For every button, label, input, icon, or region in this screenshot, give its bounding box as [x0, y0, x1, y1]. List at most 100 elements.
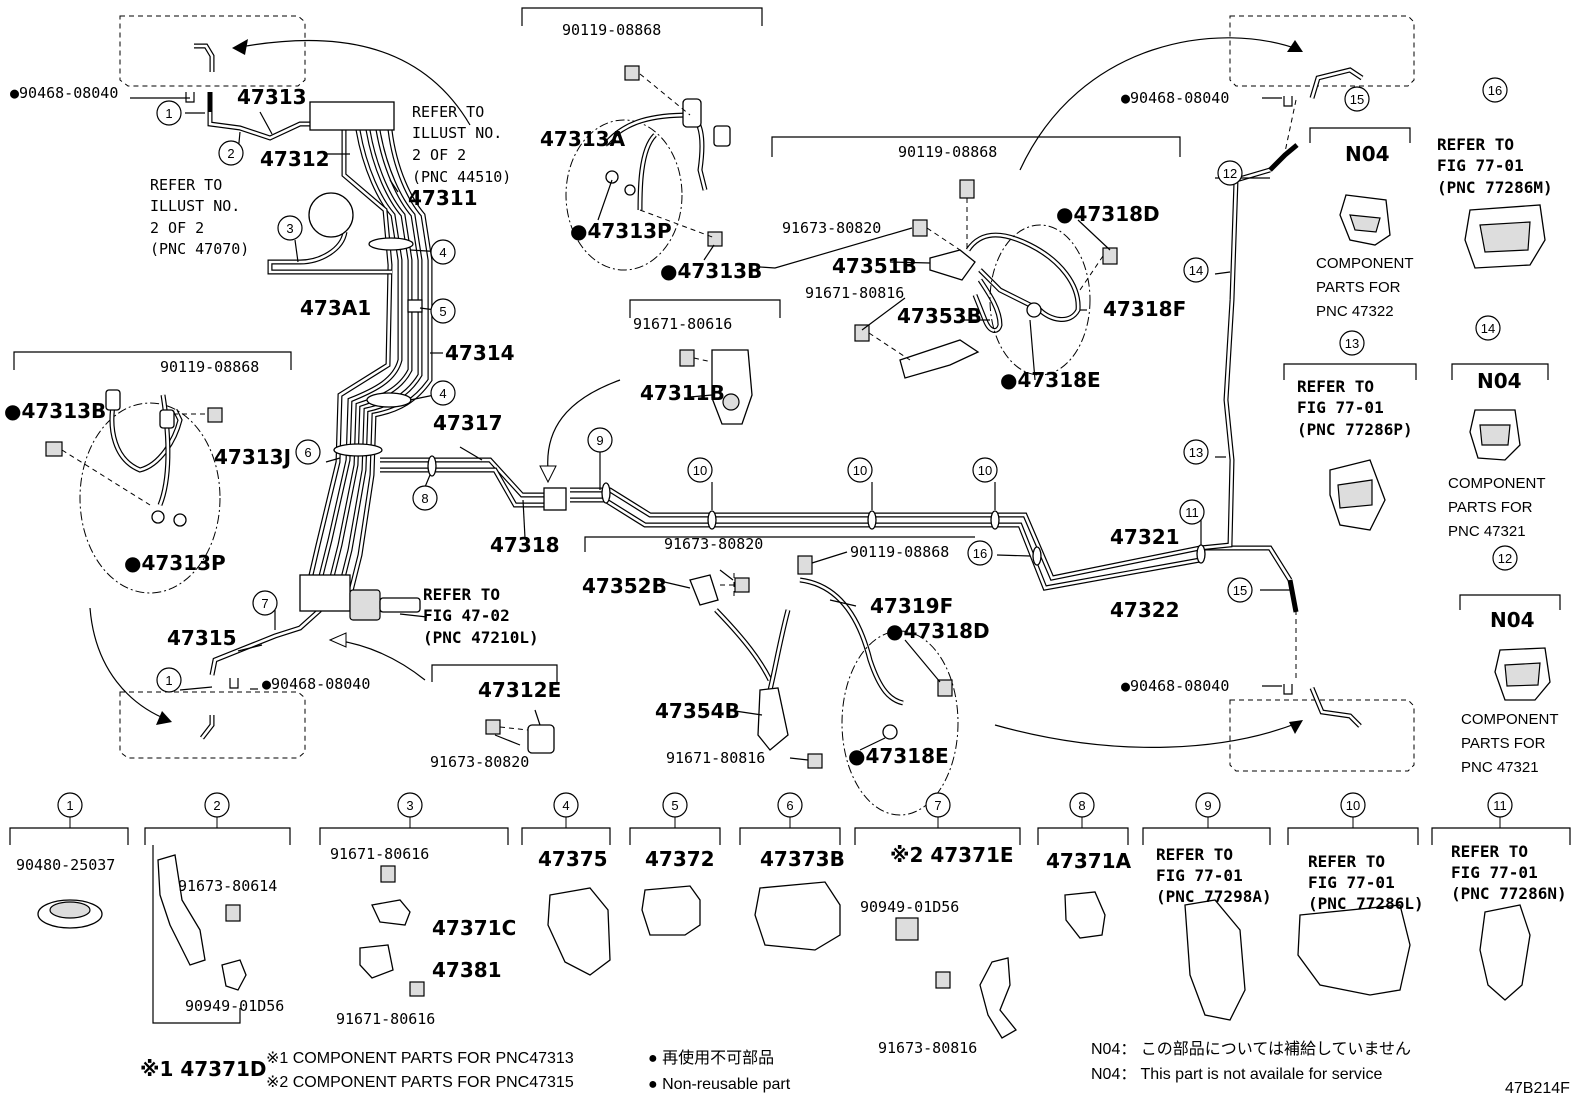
bracket-left [13, 351, 292, 370]
tube-bundle-vertical [305, 129, 433, 596]
callout-1: 1 [156, 100, 182, 126]
callout-11: 11 [1179, 499, 1205, 525]
svg-text:8: 8 [421, 491, 428, 506]
label-47351B: 47351B [832, 254, 917, 278]
clip-77286M [1464, 204, 1546, 269]
svg-text:(PNC 77286M): (PNC 77286M) [1437, 178, 1553, 197]
label-bolt-90119-a: 90119-08868 [562, 21, 661, 39]
clamp-47373B [754, 881, 841, 951]
bracket-47371D [157, 854, 206, 966]
clip-77286P [1329, 459, 1386, 531]
label-47322: 47322 [1110, 598, 1180, 622]
svg-text:14: 14 [1189, 263, 1203, 278]
callout-bottom-10: 10 [1340, 792, 1366, 828]
svg-text:6: 6 [786, 798, 793, 813]
arrow-curve-bottom-right [994, 721, 1301, 748]
label-bolt-90468-d: ●90468-08040 [1121, 677, 1229, 695]
svg-text:3: 3 [406, 798, 413, 813]
svg-text:11: 11 [1185, 505, 1199, 520]
label-47318F: 47318F [1103, 297, 1186, 321]
component-note-47321-b: COMPONENT PARTS FOR PNC 47321 [1461, 711, 1559, 776]
label-47313P-b: ●47313P [124, 551, 226, 575]
clip-77286N [1479, 904, 1531, 1001]
bracket-lower-center [584, 536, 975, 552]
ref-pnc-77286N: REFER TO FIG 77-01 (PNC 77286N) [1451, 842, 1567, 903]
svg-text:7: 7 [934, 798, 941, 813]
svg-text:4: 4 [439, 245, 446, 260]
callout-bottom-7: 7 [925, 792, 951, 828]
svg-text:(PNC 47210L): (PNC 47210L) [423, 628, 539, 647]
bracket-47311b [629, 299, 781, 318]
svg-text:PNC 47321: PNC 47321 [1448, 523, 1526, 540]
callout-13: 13 [1183, 439, 1209, 465]
callout-6: 6 [295, 439, 321, 465]
reservoir-ball [308, 192, 354, 238]
svg-text:1: 1 [165, 106, 172, 121]
label-bolt-90468-b: ●90468-08040 [262, 675, 370, 693]
svg-text:5: 5 [671, 798, 678, 813]
arrow-curve-bottom-left [89, 607, 169, 721]
label-47371E: ※2 47371E [890, 843, 1014, 867]
label-47318: 47318 [490, 533, 560, 557]
svg-text:FIG 77-01: FIG 77-01 [1308, 873, 1395, 892]
label-47371A: 47371A [1046, 849, 1132, 873]
grommet-top-left [185, 92, 213, 112]
label-90949-01D56-a: 90949-01D56 [185, 997, 284, 1015]
svg-text:15: 15 [1233, 583, 1247, 598]
label-bolt-91671-a: 91671-80616 [633, 315, 732, 333]
detail-box-top-right [1229, 15, 1415, 87]
callout-bottom-9: 9 [1195, 792, 1221, 828]
svg-text:9: 9 [1204, 798, 1211, 813]
callout-15: 15 [1227, 577, 1253, 603]
svg-text:PARTS FOR: PARTS FOR [1316, 279, 1401, 296]
detail-ellipse-47313A [565, 119, 683, 271]
svg-text:5: 5 [439, 304, 446, 319]
bracket-12 [1459, 594, 1561, 610]
svg-text:10: 10 [853, 463, 867, 478]
callout-1: 1 [156, 667, 182, 693]
label-47313: 47313 [237, 85, 307, 109]
label-47315: 47315 [167, 626, 237, 650]
clamp-47375 [547, 887, 611, 976]
svg-text:4: 4 [562, 798, 569, 813]
svg-text:REFER TO: REFER TO [1156, 845, 1233, 864]
tube-left-loop [207, 112, 392, 676]
actuator-body [299, 574, 351, 612]
callout-10: 10 [972, 457, 998, 483]
label-bolt-91673-a: 91673-80820 [782, 219, 881, 237]
svg-text:FIG 77-01: FIG 77-01 [1437, 156, 1524, 175]
clip-47312E [527, 724, 555, 754]
label-47313P-a: ●47313P [570, 219, 672, 243]
svg-text:COMPONENT: COMPONENT [1461, 711, 1559, 728]
label-47372: 47372 [645, 847, 715, 871]
svg-text:(PNC 44510): (PNC 44510) [412, 168, 511, 186]
label-47371C: 47371C [432, 916, 516, 940]
svg-text:ILLUST NO.: ILLUST NO. [412, 124, 502, 142]
svg-text:REFER TO: REFER TO [1437, 135, 1514, 154]
svg-text:16: 16 [1488, 83, 1502, 98]
label-47314: 47314 [445, 341, 515, 365]
label-bolt-91673-b: 91673-80820 [664, 535, 763, 553]
bracket-47351B [929, 249, 976, 281]
callout-16: 16 [967, 540, 993, 566]
svg-text:COMPONENT: COMPONENT [1316, 255, 1414, 272]
bracket-15 [1309, 127, 1411, 143]
detail-box-top-left [119, 15, 306, 87]
label-91671-80616-a: 91671-80616 [330, 845, 429, 863]
callout-14: 14 [1183, 257, 1209, 283]
drawing-id: 47B214F [1505, 1080, 1570, 1097]
svg-text:4: 4 [439, 386, 446, 401]
label-bolt-90468-c: ●90468-08040 [1121, 89, 1229, 107]
joint-block [543, 487, 567, 511]
svg-text:15: 15 [1350, 92, 1364, 107]
svg-text:12: 12 [1223, 166, 1237, 181]
svg-text:9: 9 [596, 433, 603, 448]
detail-ellipse-47318-b [841, 630, 959, 816]
ref-pnc-77286L: REFER TO FIG 77-01 (PNC 77286L) [1308, 852, 1424, 913]
svg-text:2 OF 2: 2 OF 2 [150, 219, 204, 237]
svg-text:ILLUST NO.: ILLUST NO. [150, 197, 240, 215]
ref-pnc-47070: REFER TO ILLUST NO. 2 OF 2 (PNC 47070) [150, 176, 249, 258]
label-47318E-a: ●47318E [1000, 368, 1101, 392]
label-47313J: 47313J [214, 445, 291, 469]
